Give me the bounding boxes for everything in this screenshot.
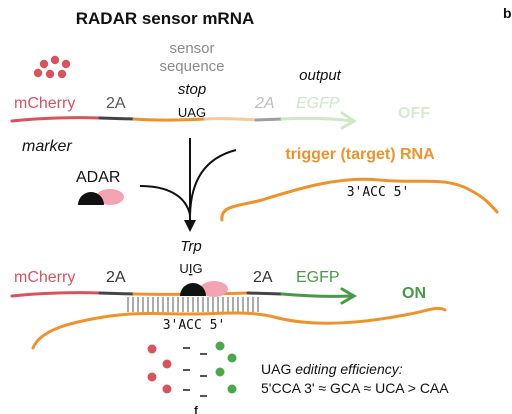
mcherry-dots [33, 55, 71, 79]
adar-black-domain [78, 192, 104, 205]
trp-label: Trp [180, 238, 201, 255]
bound-adar-pink-domain [200, 281, 228, 297]
diagram-title: RADAR sensor mRNA [76, 9, 255, 28]
efficiency-title: UAG editing efficiency: [261, 361, 403, 377]
top-off-label: OFF [398, 105, 430, 122]
arrow-from-trigger [189, 149, 237, 216]
mcherry-dot [45, 69, 55, 79]
top-mrna-strand [10, 111, 357, 130]
bottom-egfp-segment [280, 292, 354, 298]
duplex-base-pairs [127, 297, 259, 312]
top-sensor-segment [132, 117, 207, 122]
stop-codon: UAG [178, 105, 206, 120]
bottom-2a-left-segment [98, 291, 136, 296]
bottom-2a-right-label: 2A [253, 269, 273, 286]
bottom-2a-right-segment [246, 291, 284, 296]
legend-green-dot [227, 384, 237, 394]
mcherry-dot [50, 55, 60, 65]
legend-green-dot [215, 341, 225, 351]
legend-red-dot [147, 344, 157, 354]
stop-label: stop [178, 81, 206, 98]
legend-green-dot [227, 353, 237, 363]
top-egfp-label: EGFP [296, 95, 340, 112]
legend-dash [200, 375, 207, 377]
bottom-mcherry-segment [10, 291, 102, 298]
legend-red-dot [162, 384, 172, 394]
sensor-label-line1: sensor [169, 40, 214, 57]
marker-label: marker [22, 138, 72, 155]
top-mcherry-segment [10, 116, 102, 123]
top-2a-right-label: 2A [254, 95, 275, 112]
legend-dash [183, 369, 190, 371]
sensor-label-line2: sequence [159, 58, 224, 75]
bottom-mcherry-label: mCherry [14, 269, 75, 286]
adar-enzyme-icon [78, 189, 124, 205]
trigger-rna-sequence: 3'ACC 5' [347, 185, 410, 200]
top-egfp-segment [280, 116, 354, 123]
top-egfp-arrowhead [340, 111, 357, 130]
top-2a-right-segment [254, 117, 284, 122]
legend-dash [200, 353, 207, 355]
efficiency-ranking: 5'CCA 3' ≈ GCA ≈ UCA > CAA [261, 380, 449, 396]
legend-green-dot [215, 367, 225, 377]
trigger-rna-label: trigger (target) RNA [285, 146, 435, 163]
edited-codon-inosine: I [189, 261, 193, 276]
adar-label: ADAR [76, 169, 120, 186]
legend-red-dot [162, 359, 172, 369]
process-arrow [139, 138, 237, 232]
bound-adar-icon [180, 281, 228, 297]
mcherry-dot [57, 69, 67, 79]
mcherry-dot [33, 68, 43, 78]
mcherry-dot [61, 59, 71, 69]
panel-letter: b [503, 5, 512, 21]
output-label: output [299, 67, 342, 84]
bound-adar-black-domain [180, 283, 206, 296]
top-2a-left-label: 2A [106, 95, 126, 112]
stop-codon-edit-site: G [196, 105, 206, 120]
mcherry-dot [39, 59, 49, 69]
bottom-2a-left-label: 2A [106, 269, 126, 286]
efficiency-dot-legend [147, 341, 237, 397]
bottom-egfp-arrowhead [340, 287, 357, 305]
bottom-trigger-sequence: 3'ACC 5' [163, 318, 226, 333]
bottom-on-label: ON [402, 285, 426, 302]
bottom-mrna-strand [10, 287, 357, 305]
top-mcherry-label: mCherry [14, 95, 75, 112]
bottom-cutoff-glyph: f [194, 405, 198, 414]
legend-red-dot [147, 372, 157, 382]
bottom-egfp-label: EGFP [296, 269, 340, 286]
legend-dash [183, 347, 190, 349]
bottom-trigger-strand [31, 306, 447, 350]
top-2a-left-segment [98, 116, 136, 121]
arrow-from-adar [139, 185, 191, 216]
legend-dash [200, 395, 207, 397]
arrow-head [184, 220, 196, 232]
legend-dash [183, 389, 190, 391]
trigger-rna-strand [220, 177, 499, 222]
top-sensor-light-segment [203, 117, 258, 122]
edited-codon: UIG [179, 261, 202, 276]
